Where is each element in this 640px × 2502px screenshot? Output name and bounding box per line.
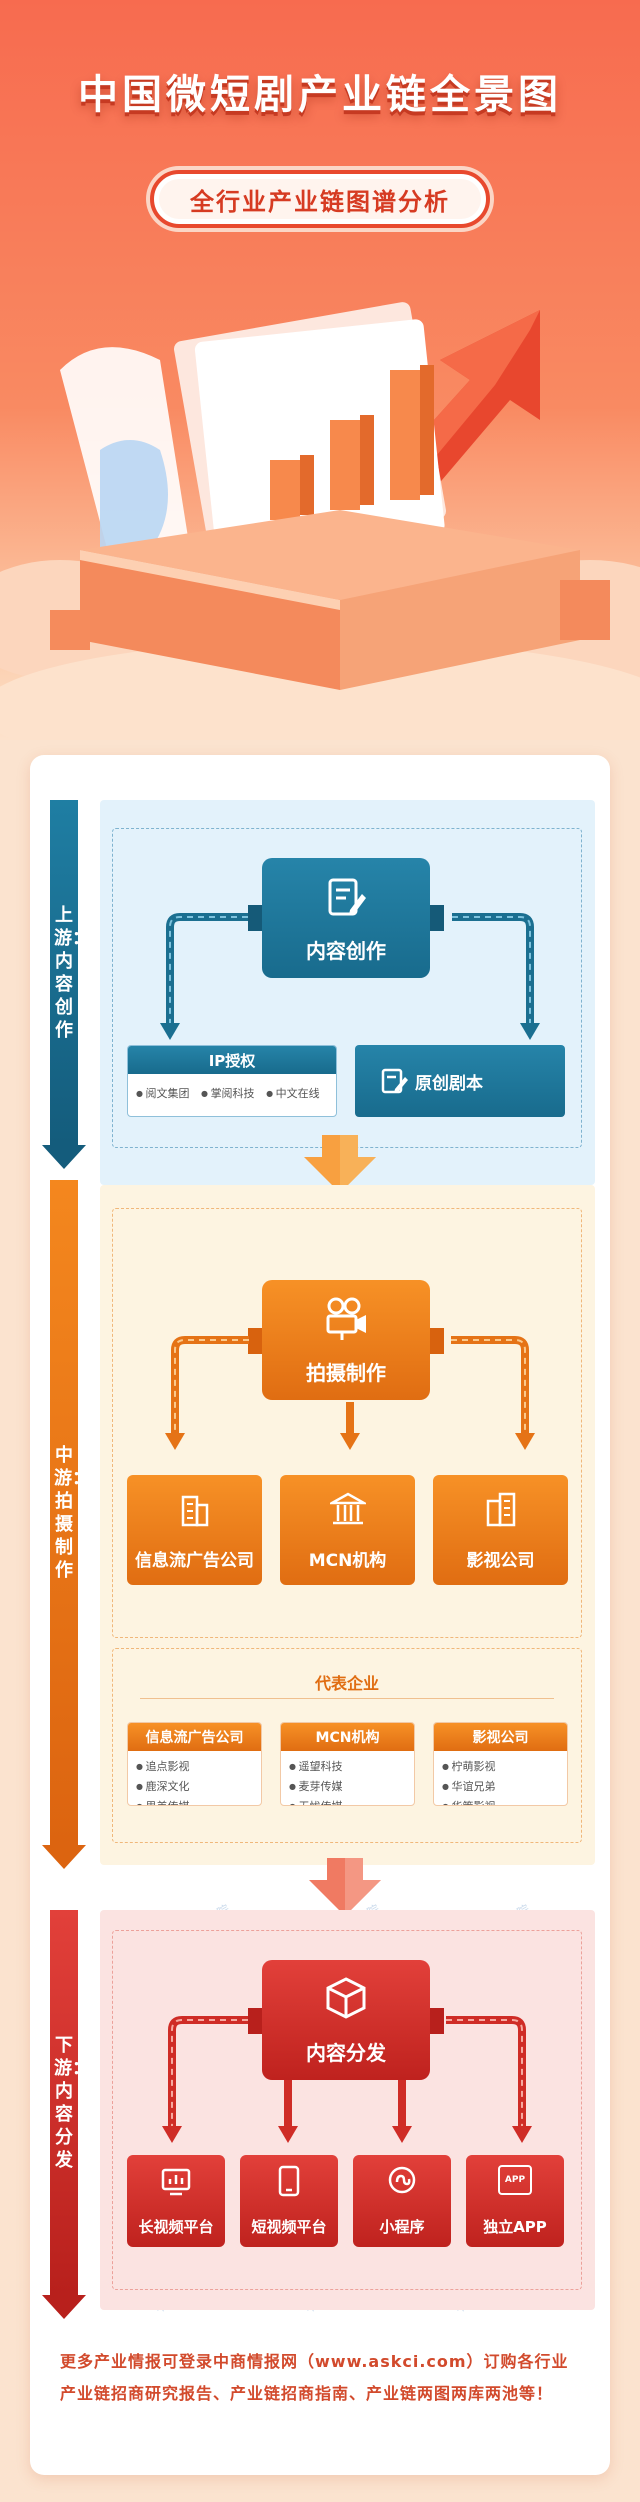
box-tab [248,1328,262,1354]
downstream-side-bar: 下游：内容分发 [50,1910,90,2295]
rep-card-title: 影视公司 [434,1723,567,1751]
downstream-tile-short-video: 短视频平台 [240,2155,338,2247]
ip-license-box: IP授权 阅文集团 掌阅科技 中文在线 [127,1045,337,1117]
video-camera-icon [326,1297,366,1340]
midstream-connector-lines [165,1336,535,1450]
list-item: 华谊兄弟 [442,1777,496,1797]
upstream-connector-lines [160,913,540,1040]
growth-chart-illustration [50,302,610,690]
list-item: 遥望科技 [289,1757,343,1777]
institution-icon [330,1492,366,1525]
app-icon: APP [498,2165,532,2195]
downstream-tile-mini-program: 小程序 [353,2155,451,2247]
downstream-tile-long-video: 长视频平台 [127,2155,225,2247]
content-distribution-label: 内容分发 [306,2041,386,2065]
original-script-label: 原创剧本 [415,1073,483,1094]
page-title: 中国微短剧产业链全景图 [78,72,562,118]
list-item: 阅文集团 [136,1084,190,1104]
downstream-tile-standalone-app: APP 独立APP [466,2155,564,2247]
tile-label: 小程序 [379,2218,425,2236]
ip-license-items: 阅文集团 掌阅科技 中文在线 [128,1074,336,1114]
package-box-icon [326,1977,366,2019]
midstream-side-bar: 中游：拍摄制作 [50,1180,90,1845]
tile-label: MCN机构 [308,1551,387,1571]
downstream-connector-lines [162,2016,532,2143]
upstream-side-arrow [42,1145,86,1169]
tile-label: 影视公司 [466,1551,535,1571]
rep-card-film-company: 影视公司 柠萌影视 华谊兄弟 华策影视 [433,1722,568,1806]
rep-companies-title: 代表企业 [314,1674,379,1693]
building-icon [181,1495,209,1527]
upstream-side-label: 上游：内容创作 [54,904,90,1041]
box-tab [248,905,262,931]
box-tab [430,2008,444,2034]
rep-card-items: 追点影视 鹿深文化 思美传媒 [128,1751,261,1805]
subtitle-text: 全行业产业链图谱分析 [159,179,481,219]
rep-card-mcn: MCN机构 遥望科技 麦芽传媒 无忧传媒 [280,1722,415,1806]
rep-card-feed-ads: 信息流广告公司 追点影视 鹿深文化 思美传媒 [127,1722,262,1806]
office-building-icon [486,1492,516,1527]
list-item: 思美传媒 [136,1797,190,1805]
filming-production-box: 拍摄制作 [262,1280,430,1400]
midstream-tile-film-company: 影视公司 [433,1475,568,1585]
tile-label: 长视频平台 [138,2218,214,2236]
midstream-dashed-frame-bottom [112,1648,582,1843]
pencil-note-icon [381,1068,408,1094]
rep-card-title: 信息流广告公司 [128,1723,261,1751]
hero-banner: 中国微短剧产业链全景图 全行业产业链图谱分析 [0,0,640,740]
downstream-side-arrow [42,2295,86,2319]
ip-license-title: IP授权 [128,1046,336,1074]
midstream-side-label: 中游：拍摄制作 [54,1444,90,1581]
footer-note: 更多产业情报可登录中商情报网（www.askci.com）订购各行业产业链招商研… [60,2352,569,2403]
content-creation-label: 内容创作 [306,939,386,963]
subtitle-pill: 全行业产业链图谱分析 [150,170,490,228]
content-distribution-box: 内容分发 [262,1960,430,2080]
list-item: 掌阅科技 [201,1084,255,1104]
list-item: 追点影视 [136,1757,190,1777]
tile-label: 信息流广告公司 [135,1551,254,1571]
downstream-side-label: 下游：内容分发 [54,2034,90,2171]
list-item: 华策影视 [442,1797,496,1805]
midstream-tile-feed-ads: 信息流广告公司 [127,1475,262,1585]
midstream-dashed-frame-top [112,1208,582,1638]
filming-production-label: 拍摄制作 [306,1361,386,1385]
flow-chevron-down-icon [304,1135,376,1193]
list-item: 麦芽传媒 [289,1777,343,1797]
rep-card-title: MCN机构 [281,1723,414,1751]
box-tab [248,2008,262,2034]
rep-card-items: 遥望科技 麦芽传媒 无忧传媒 [281,1751,414,1805]
flow-chevron-down-icon [309,1858,381,1916]
video-chart-icon [161,2168,191,2196]
midstream-tile-mcn: MCN机构 [280,1475,415,1585]
rep-card-items: 柠萌影视 华谊兄弟 华策影视 [434,1751,567,1805]
original-script-box: 原创剧本 [355,1045,565,1117]
list-item: 鹿深文化 [136,1777,190,1797]
list-item: 无忧传媒 [289,1797,343,1805]
list-item: 中文在线 [266,1084,320,1104]
midstream-side-arrow [42,1845,86,1869]
app-icon-text: APP [504,2175,526,2185]
rep-divider [140,1698,554,1699]
tile-label: 短视频平台 [251,2218,327,2236]
list-item: 柠萌影视 [442,1757,496,1777]
content-creation-box: 内容创作 [262,858,430,978]
tile-label: 独立APP [483,2218,547,2236]
upstream-side-bar: 上游：内容创作 [50,800,90,1145]
smartphone-icon [278,2165,300,2197]
mini-program-icon [388,2166,416,2194]
box-tab [430,905,444,931]
edit-document-icon [328,878,366,916]
box-tab [430,1328,444,1354]
downstream-dashed-frame [112,1930,582,2290]
